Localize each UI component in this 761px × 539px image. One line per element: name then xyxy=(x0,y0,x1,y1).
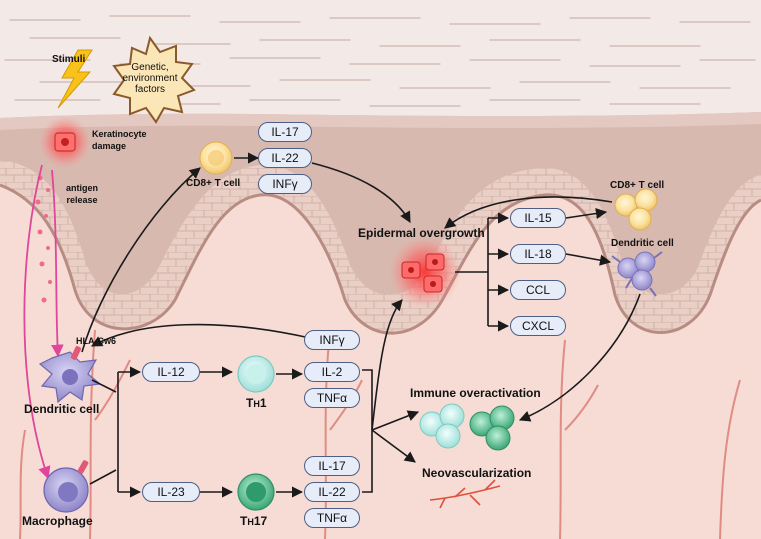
cd8-right-label: CD8+ T cell xyxy=(610,180,665,191)
pill-th17-il17: IL-17 xyxy=(304,456,360,476)
epidermal-overgrowth-glow xyxy=(389,236,461,308)
epidermal-overgrowth-label: Epidermal overgrowth xyxy=(358,226,485,240)
pill-il12: IL-12 xyxy=(142,362,200,382)
pill-th17-il22: IL-22 xyxy=(304,482,360,502)
pathway-arrows xyxy=(81,152,641,498)
cd8-t-cells-right-icon xyxy=(614,188,658,231)
pill-il15: IL-15 xyxy=(510,208,566,228)
starburst-icon xyxy=(112,35,196,124)
pill-th1-il2: IL-2 xyxy=(304,362,360,382)
th1-sub: H xyxy=(253,399,260,409)
neovascularization-icon xyxy=(429,479,501,509)
immune-overactivation-label: Immune overactivation xyxy=(410,386,541,400)
th17-num: 17 xyxy=(253,514,268,528)
keratinocyte-line-1: Keratinocyte xyxy=(92,129,147,139)
dendritic-right-label: Dendritic cell xyxy=(611,238,674,249)
antigen-line-1: antigen xyxy=(66,183,99,193)
proliferating-keratinocytes-icon xyxy=(401,253,445,293)
th1-main: T xyxy=(246,396,254,410)
pill-th17-tnfa: TNFα xyxy=(304,508,360,528)
pill-cxcl: CXCL xyxy=(510,316,566,336)
hla-label: HLA-Cw6 xyxy=(76,336,116,346)
antigen-line-2: release xyxy=(66,195,98,205)
blood-vessels xyxy=(19,329,741,539)
th1-label: TH1 xyxy=(246,396,267,410)
pill-cd8-il17: IL-17 xyxy=(258,122,312,142)
antigen-release-label: antigen release xyxy=(66,182,98,206)
keratinocyte-damage-label: Keratinocyte damage xyxy=(92,128,147,152)
th17-sub: H xyxy=(247,517,254,527)
pill-cd8-il22: IL-22 xyxy=(258,148,312,168)
pill-th1-tnfa: TNFα xyxy=(304,388,360,408)
macrophage-icon xyxy=(43,460,89,513)
cd8-top-label: CD8+ T cell xyxy=(186,178,241,189)
stimuli-label: Stimuli xyxy=(52,54,86,65)
dendritic-cell-left-icon xyxy=(38,346,102,404)
immune-cells-icon xyxy=(419,403,515,451)
pill-th1-infg: INFγ xyxy=(304,330,360,350)
dendritic-left-label: Dendritic cell xyxy=(24,402,100,416)
th17-label: TH17 xyxy=(240,514,267,528)
pill-ccl: CCL xyxy=(510,280,566,300)
neovascularization-label: Neovascularization xyxy=(422,466,532,480)
keratinocyte-line-2: damage xyxy=(92,141,127,151)
genetic-line-2: environment xyxy=(122,73,178,84)
pill-cd8-infg: INFγ xyxy=(258,174,312,194)
dendritic-cells-right-icon xyxy=(611,251,663,297)
th17-main: T xyxy=(240,514,248,528)
pill-il23: IL-23 xyxy=(142,482,200,502)
genetic-line-3: factors xyxy=(134,84,165,95)
genetic-factors-label: Genetic, environment factors xyxy=(118,62,182,95)
genetic-line-1: Genetic, xyxy=(131,62,169,73)
pill-il18: IL-18 xyxy=(510,244,566,264)
lightning-icon xyxy=(57,49,93,109)
macrophage-label: Macrophage xyxy=(22,514,93,528)
th1-num: 1 xyxy=(259,396,267,410)
